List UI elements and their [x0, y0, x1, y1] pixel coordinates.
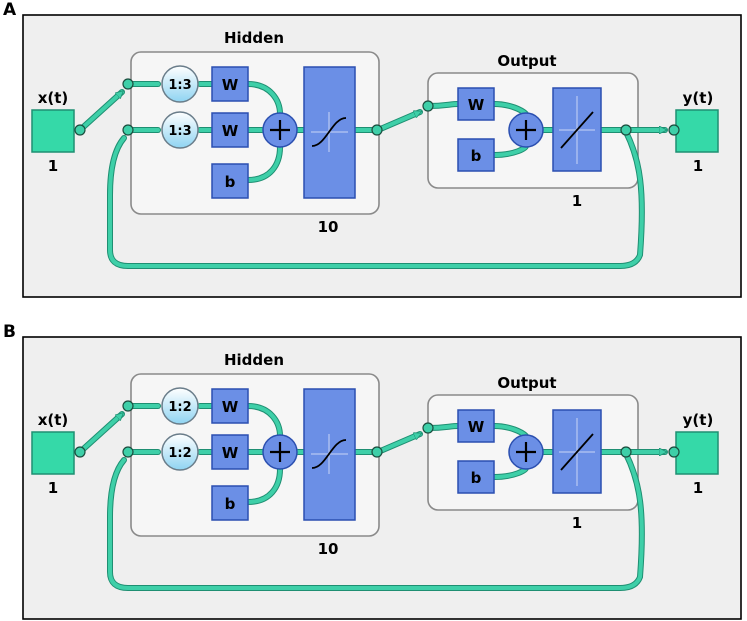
- output-node: [620, 124, 632, 136]
- hidden-input-weight-label: W: [222, 76, 239, 94]
- hidden-input-weight-block: [211, 388, 249, 424]
- input-node: [74, 124, 86, 136]
- tansig-curve-icon: [311, 117, 347, 147]
- tansig-curve-icon: [311, 439, 347, 469]
- output-weight-label: W: [468, 96, 485, 114]
- hidden-sum-plus: [270, 442, 290, 462]
- panel-b-letter: B: [3, 322, 16, 342]
- purelin-line-icon: [560, 433, 594, 471]
- tapped-delay-label: 1:3: [168, 124, 191, 139]
- input-box: [31, 431, 75, 475]
- tapped-delay-clock-icon: [161, 111, 199, 149]
- weight-to-sum-1: [246, 404, 282, 438]
- target-node: [668, 446, 680, 458]
- tapped-delay-clock-icon: [161, 387, 199, 425]
- hidden-layer-size: 10: [318, 540, 339, 558]
- hidden-to-output-wire: [376, 110, 420, 132]
- bias-to-sum-hidden: [246, 145, 282, 182]
- weight-to-sum-1: [246, 82, 282, 116]
- output-bias-label: b: [471, 147, 482, 165]
- hidden-feedback-weight-block: [211, 434, 249, 470]
- output-target-label: y(t): [683, 411, 714, 429]
- tapped-delay-label: 1:2: [168, 400, 191, 415]
- output-layer-size: 1: [572, 514, 582, 532]
- output-node: [620, 446, 632, 458]
- output-sum-plus: [516, 442, 536, 462]
- input-wire: [78, 412, 122, 454]
- hidden-feedback-weight-label: W: [222, 444, 239, 462]
- hidden-output-node: [371, 446, 383, 458]
- hidden-feedback-weight-label: W: [222, 122, 239, 140]
- tapped-delay-label: 1:3: [168, 78, 191, 93]
- output-target-size: 1: [693, 157, 703, 175]
- input-label: x(t): [38, 411, 69, 429]
- output-weight-block: [457, 87, 495, 121]
- hidden-input-node: [122, 400, 134, 412]
- hidden-input-weight-block: [211, 66, 249, 102]
- input-label: x(t): [38, 89, 69, 107]
- output-bias-block: [457, 138, 495, 172]
- hidden-to-output-wire: [376, 432, 420, 454]
- input-wire: [78, 90, 122, 132]
- input-size: 1: [48, 479, 58, 497]
- hidden-feedback-node: [122, 446, 134, 458]
- tapped-delay-label: 1:2: [168, 446, 191, 461]
- hidden-bias-block: [211, 163, 249, 199]
- input-node: [74, 446, 86, 458]
- output-bias-block: [457, 460, 495, 494]
- output-target-box: [675, 109, 719, 153]
- output-target-label: y(t): [683, 89, 714, 107]
- output-layer-size: 1: [572, 192, 582, 210]
- hidden-layer-title: Hidden: [224, 29, 284, 47]
- hidden-feedback-node: [122, 124, 134, 136]
- output-weight-block: [457, 409, 495, 443]
- output-weight-label: W: [468, 418, 485, 436]
- target-node: [668, 124, 680, 136]
- hidden-layer-size: 10: [318, 218, 339, 236]
- hidden-bias-block: [211, 485, 249, 521]
- input-size: 1: [48, 157, 58, 175]
- output-input-node: [422, 100, 434, 112]
- tapped-delay-clock-icon: [161, 433, 199, 471]
- bias-to-sum-hidden: [246, 467, 282, 504]
- hidden-layer-title: Hidden: [224, 351, 284, 369]
- tapped-delay-clock-icon: [161, 65, 199, 103]
- hidden-sum-plus: [270, 120, 290, 140]
- feedback-loop-wire: [108, 452, 644, 590]
- purelin-line-icon: [560, 111, 594, 149]
- output-target-box: [675, 431, 719, 475]
- output-layer-title: Output: [497, 52, 556, 70]
- feedback-loop-wire: [108, 130, 644, 268]
- hidden-input-node: [122, 78, 134, 90]
- hidden-bias-label: b: [225, 173, 236, 191]
- hidden-feedback-weight-block: [211, 112, 249, 148]
- output-layer-title: Output: [497, 374, 556, 392]
- output-target-size: 1: [693, 479, 703, 497]
- output-sum-plus: [516, 120, 536, 140]
- hidden-output-node: [371, 124, 383, 136]
- output-bias-label: b: [471, 469, 482, 487]
- output-input-node: [422, 422, 434, 434]
- panel-a-letter: A: [3, 0, 17, 20]
- hidden-input-weight-label: W: [222, 398, 239, 416]
- hidden-bias-label: b: [225, 495, 236, 513]
- input-box: [31, 109, 75, 153]
